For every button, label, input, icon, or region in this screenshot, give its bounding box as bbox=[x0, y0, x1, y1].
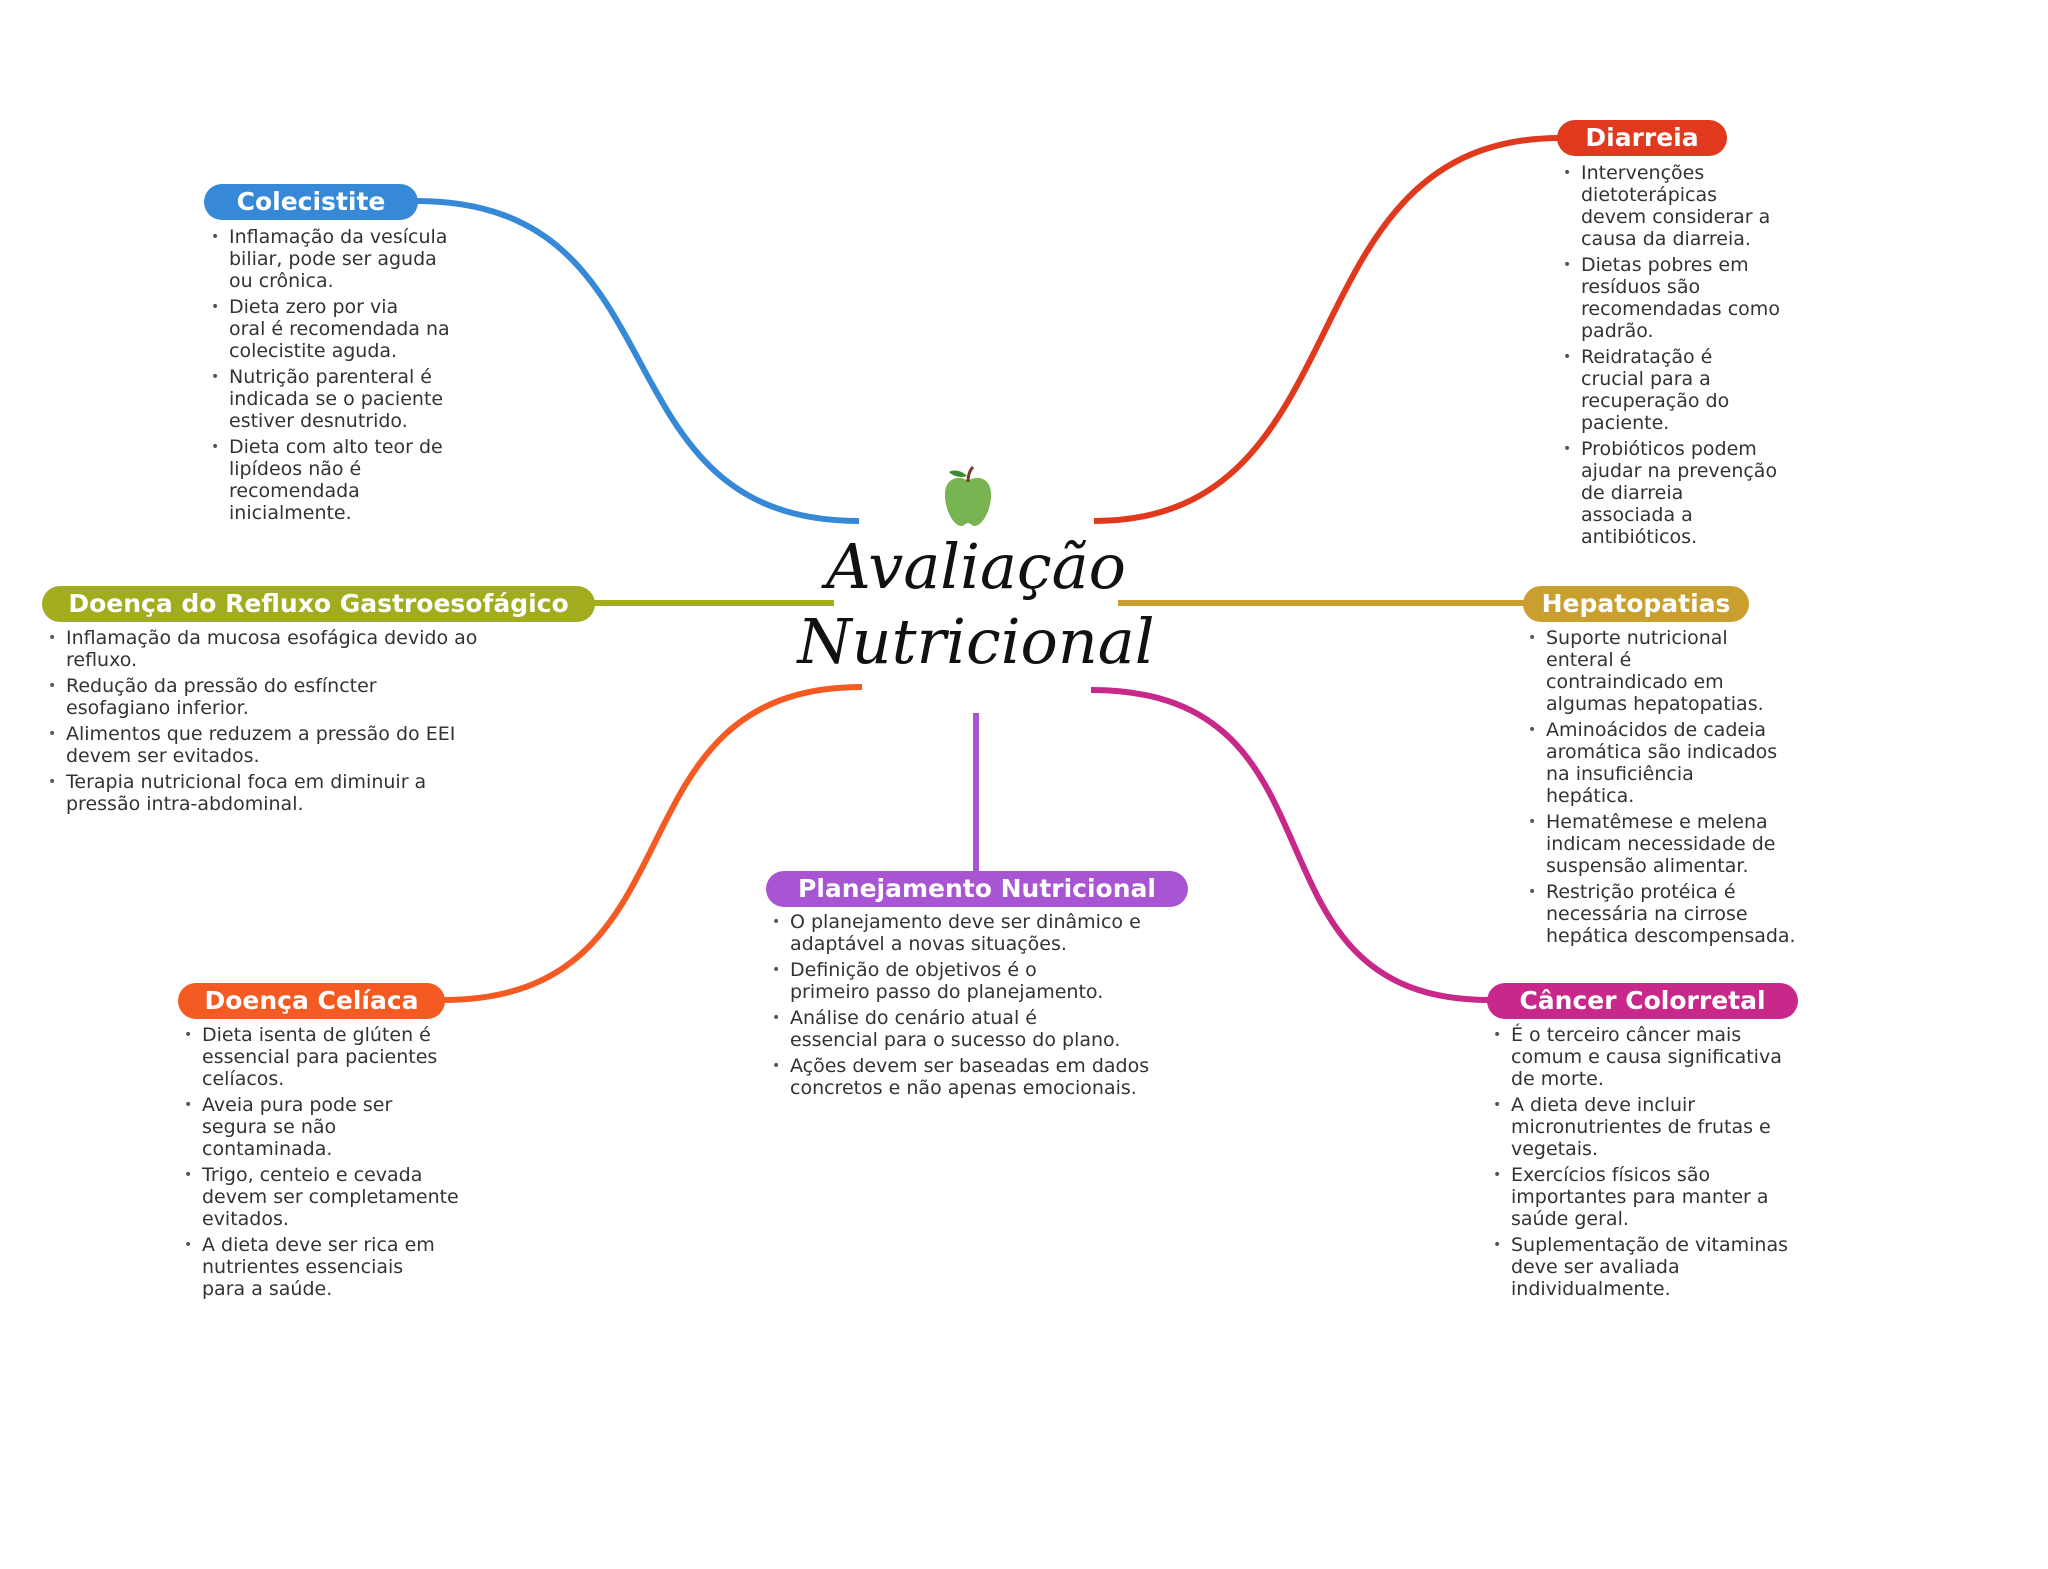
colecistite-notes: Inflamação da vesícula biliar, pode ser … bbox=[211, 226, 450, 528]
connector-colecistite bbox=[415, 198, 860, 524]
node-cancer-colorretal[interactable]: Câncer Colorretal bbox=[1487, 983, 1798, 1019]
list-item: Trigo, centeio e cevada devem ser comple… bbox=[184, 1164, 459, 1230]
list-item: Análise do cenário atual é essencial par… bbox=[772, 1007, 1149, 1051]
list-item: Intervenções dietoterápicas devem consid… bbox=[1563, 162, 1780, 250]
list-item: Hematêmese e melena indicam necessidade … bbox=[1528, 811, 1796, 877]
list-item: Inflamação da vesícula biliar, pode ser … bbox=[211, 226, 450, 292]
node-colecistite[interactable]: Colecistite bbox=[204, 184, 418, 220]
diarreia-notes: Intervenções dietoterápicas devem consid… bbox=[1563, 162, 1780, 552]
list-item: Ações devem ser baseadas em dados concre… bbox=[772, 1055, 1149, 1099]
list-item: Alimentos que reduzem a pressão do EEI d… bbox=[48, 723, 477, 767]
apple-icon bbox=[944, 465, 992, 527]
list-item: A dieta deve ser rica em nutrientes esse… bbox=[184, 1234, 459, 1300]
list-item: Restrição protéica é necessária na cirro… bbox=[1528, 881, 1796, 947]
list-item: Dieta com alto teor de lipídeos não é re… bbox=[211, 436, 450, 524]
list-item: É o terceiro câncer mais comum e causa s… bbox=[1493, 1024, 1788, 1090]
list-item: Reidratação é crucial para a recuperação… bbox=[1563, 346, 1780, 434]
list-item: Probióticos podem ajudar na prevenção de… bbox=[1563, 438, 1780, 548]
node-planejamento[interactable]: Planejamento Nutricional bbox=[766, 871, 1188, 907]
planejamento-notes: O planejamento deve ser dinâmico e adapt… bbox=[772, 911, 1149, 1103]
connector-cancer bbox=[1090, 687, 1491, 1003]
central-title-line1: Avaliação bbox=[826, 530, 1126, 603]
list-item: Redução da pressão do esfíncter esofagia… bbox=[48, 675, 477, 719]
list-item: Dieta zero por via oral é recomendada na… bbox=[211, 296, 450, 362]
list-item: Exercícios físicos são importantes para … bbox=[1493, 1164, 1788, 1230]
connector-celiaca bbox=[442, 684, 863, 1003]
list-item: Nutrição parenteral é indicada se o paci… bbox=[211, 366, 450, 432]
list-item: Aveia pura pode ser segura se não contam… bbox=[184, 1094, 459, 1160]
list-item: Inflamação da mucosa esofágica devido ao… bbox=[48, 627, 477, 671]
node-drge[interactable]: Doença do Refluxo Gastroesofágico bbox=[42, 586, 595, 622]
list-item: Dietas pobres em resíduos são recomendad… bbox=[1563, 254, 1780, 342]
list-item: Aminoácidos de cadeia aromática são indi… bbox=[1528, 719, 1796, 807]
drge-notes: Inflamação da mucosa esofágica devido ao… bbox=[48, 627, 477, 819]
central-title-line2: Nutricional bbox=[797, 605, 1155, 678]
list-item: Dieta isenta de glúten é essencial para … bbox=[184, 1024, 459, 1090]
cancer-notes: É o terceiro câncer mais comum e causa s… bbox=[1493, 1024, 1788, 1304]
list-item: Suporte nutricional enteral é contraindi… bbox=[1528, 627, 1796, 715]
celiaca-notes: Dieta isenta de glúten é essencial para … bbox=[184, 1024, 459, 1304]
list-item: O planejamento deve ser dinâmico e adapt… bbox=[772, 911, 1149, 955]
node-hepatopatias[interactable]: Hepatopatias bbox=[1523, 586, 1749, 622]
connector-diarreia bbox=[1093, 135, 1561, 524]
node-diarreia[interactable]: Diarreia bbox=[1557, 120, 1727, 156]
list-item: Definição de objetivos é o primeiro pass… bbox=[772, 959, 1149, 1003]
list-item: Terapia nutricional foca em diminuir a p… bbox=[48, 771, 477, 815]
list-item: A dieta deve incluir micronutrientes de … bbox=[1493, 1094, 1788, 1160]
hepatopatias-notes: Suporte nutricional enteral é contraindi… bbox=[1528, 627, 1796, 951]
list-item: Suplementação de vitaminas deve ser aval… bbox=[1493, 1234, 1788, 1300]
node-celiaca[interactable]: Doença Celíaca bbox=[178, 983, 445, 1019]
